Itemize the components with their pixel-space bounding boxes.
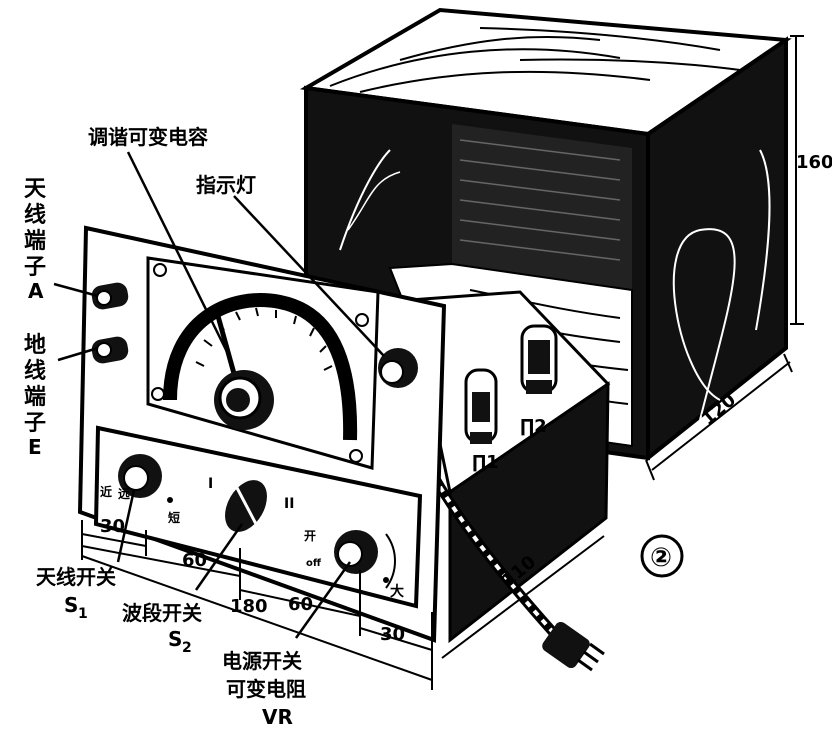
antenna-terminal-char: 天 xyxy=(24,177,47,202)
band-mark-1: I xyxy=(208,476,213,492)
screw xyxy=(151,387,165,401)
ground-terminal-char: 子 xyxy=(24,411,46,436)
tuning-capacitor-label: 调谐可变电容 xyxy=(88,125,208,149)
dim-180: 180 xyxy=(230,596,268,617)
panel-text-big: 大 xyxy=(390,583,404,600)
panel-text-near: 近 xyxy=(100,484,112,499)
antenna-switch-subscript: 1 xyxy=(78,606,88,622)
ground-terminal-char: 端 xyxy=(24,385,46,410)
dim-30-right: 30 xyxy=(380,624,405,645)
dim-height-160: 160 xyxy=(796,152,832,173)
tuning-dial-scale xyxy=(163,293,358,441)
figure-number-text: ② xyxy=(650,543,672,573)
ground-terminal-char: 线 xyxy=(24,358,46,384)
tube-1-label: ∏1 xyxy=(472,452,499,473)
indicator-lamp xyxy=(378,348,418,388)
dimension-lines xyxy=(81,35,804,690)
power-plug xyxy=(542,621,605,672)
variable-resistor-label: 可变电阻 xyxy=(226,677,306,701)
antenna-terminal-char: 子 xyxy=(24,255,46,280)
screw xyxy=(349,449,363,463)
antenna-switch-label: 天线开关 xyxy=(36,565,116,589)
dim-60-right: 60 xyxy=(288,594,313,615)
ground-terminal[interactable] xyxy=(90,335,130,365)
antenna-terminal-char: 端 xyxy=(24,229,46,254)
front-panel: I II 近 短 远 开 off 大 xyxy=(77,225,447,643)
panel-text-short: 短 xyxy=(168,510,180,525)
tube-2 xyxy=(520,324,558,394)
indicator-lamp-label: 指示灯 xyxy=(196,173,256,197)
dim-30-left: 30 xyxy=(100,516,125,537)
dim-60-left: 60 xyxy=(182,550,207,571)
variable-resistor-symbol: VR xyxy=(262,705,293,729)
antenna-switch-knob[interactable] xyxy=(118,454,162,498)
band-mark-2: II xyxy=(284,496,294,512)
ground-terminal-char: 地 xyxy=(24,333,46,358)
tube-1 xyxy=(464,368,498,444)
tube-2-label: ∏2 xyxy=(520,416,547,437)
leader-lines xyxy=(53,151,385,639)
figure-number: ② xyxy=(640,534,684,578)
screw xyxy=(355,313,369,327)
band-switch-label: 波段开关 xyxy=(122,601,202,625)
band-switch-subscript: 2 xyxy=(182,640,192,656)
antenna-terminal-label: 天 线 端 子 A xyxy=(24,177,47,303)
ground-terminal-label: 地 线 端 子 E xyxy=(24,333,46,459)
antenna-terminal[interactable] xyxy=(90,281,130,311)
power-switch-label: 电源开关 xyxy=(222,649,302,673)
panel-text-far: 远 xyxy=(118,487,130,501)
band-switch-symbol: S xyxy=(168,627,182,651)
chassis-box: ∏1 ∏2 xyxy=(408,290,611,644)
power-switch-knob[interactable] xyxy=(334,530,396,589)
screw xyxy=(153,263,167,277)
antenna-terminal-char: 线 xyxy=(24,202,46,228)
band-switch-knob[interactable] xyxy=(216,473,275,539)
panel-text-off: off xyxy=(306,558,322,569)
antenna-switch-symbol: S xyxy=(64,593,78,617)
antenna-terminal-char: A xyxy=(28,279,44,303)
ground-terminal-char: E xyxy=(28,435,42,459)
panel-text-open: 开 xyxy=(304,529,316,543)
